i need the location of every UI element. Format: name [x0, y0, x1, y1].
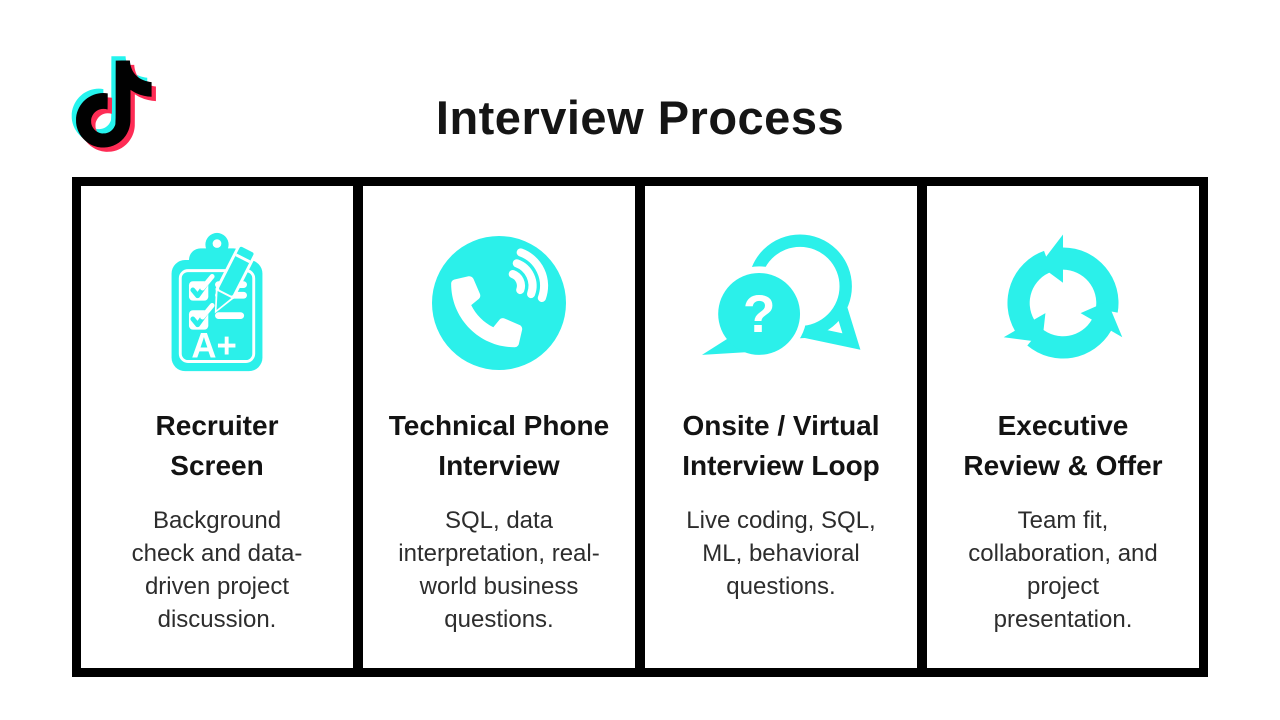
clipboard-checklist-icon: A+ [171, 232, 263, 371]
phone-call-icon [432, 236, 566, 370]
step-description: SQL, data interpretation, real- world bu… [398, 507, 600, 633]
question-chat-bubbles-icon: ? [700, 234, 861, 362]
tiktok-note-icon [71, 56, 156, 152]
step-description: Live coding, SQL, ML, behavioral questio… [686, 507, 876, 600]
step-card-onsite-virtual-loop: ? Onsite / Virtual Interview Loop Live c… [645, 186, 917, 668]
step-card-technical-phone-interview: Technical Phone Interview SQL, data inte… [363, 186, 635, 668]
svg-text:?: ? [743, 285, 776, 344]
tiktok-logo [66, 56, 162, 161]
step-card-executive-review-offer: Executive Review & Offer Team fit, colla… [927, 186, 1199, 668]
svg-text:A+: A+ [191, 326, 236, 365]
step-title: Technical Phone Interview [388, 410, 610, 481]
process-steps-grid: A+ Recruiter Screen Background check and… [72, 177, 1208, 677]
cycle-arrows-icon [1003, 234, 1123, 359]
step-description: Team fit, collaboration, and project pre… [968, 507, 1158, 633]
step-title: Onsite / Virtual Interview Loop [682, 410, 880, 481]
page-title: Interview Process [435, 91, 845, 144]
step-title: Recruiter Screen [155, 410, 279, 481]
step-title: Executive Review & Offer [963, 410, 1163, 481]
step-card-recruiter-screen: A+ Recruiter Screen Background check and… [81, 186, 353, 668]
step-description: Background check and data- driven projec… [131, 507, 303, 633]
